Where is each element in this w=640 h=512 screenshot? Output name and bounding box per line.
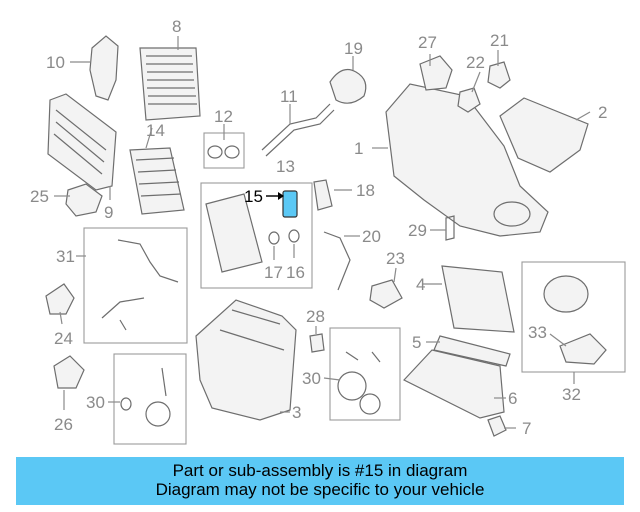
callout-33: 33 (528, 323, 547, 342)
callout-27: 27 (418, 33, 437, 52)
callout-7: 7 (522, 419, 531, 438)
callout-23: 23 (386, 249, 405, 268)
part-2 (499, 97, 589, 173)
part-25 (65, 183, 103, 217)
part-31 (101, 239, 179, 331)
callout-9: 9 (104, 203, 113, 222)
info-banner: Part or sub-assembly is #15 in diagram D… (16, 457, 624, 505)
part-24 (45, 283, 75, 315)
part-21 (487, 61, 511, 89)
callout-21: 21 (490, 31, 509, 50)
part-32-blower (543, 275, 589, 313)
banner-line-1: Part or sub-assembly is #15 in diagram (172, 461, 468, 480)
callout-32: 32 (562, 385, 581, 404)
part-19 (329, 69, 367, 104)
part-4 (441, 265, 515, 333)
part-27 (419, 55, 453, 91)
parts-diagram: 1 2 3 4 5 6 7 8 9 10 11 12 13 14 15 16 1… (30, 17, 626, 445)
part-9 (47, 93, 117, 191)
box-30-left (113, 353, 187, 445)
callout-16: 16 (286, 263, 305, 282)
part-30-right (337, 351, 381, 415)
part-30-left (120, 367, 171, 427)
callout-30-left: 30 (86, 393, 105, 412)
part-3 (195, 299, 297, 421)
callout-20: 20 (362, 227, 381, 246)
callout-13: 13 (276, 157, 295, 176)
box-13 (200, 182, 313, 289)
callout-18: 18 (356, 181, 375, 200)
callout-14: 14 (146, 121, 165, 140)
part-18 (313, 179, 333, 211)
callout-22: 22 (466, 53, 485, 72)
callout-labels: 1 2 3 4 5 6 7 8 9 10 11 12 13 14 15 16 1… (30, 17, 607, 438)
callout-3: 3 (292, 403, 301, 422)
part-1 (385, 83, 549, 237)
part-7 (487, 415, 507, 437)
callout-30-right: 30 (302, 369, 321, 388)
part-16 (288, 229, 300, 243)
part-23 (369, 279, 403, 309)
callout-24: 24 (54, 329, 73, 348)
box-30-right (329, 327, 401, 421)
part-13-core (205, 193, 263, 273)
callout-26: 26 (54, 415, 73, 434)
part-20 (323, 231, 351, 291)
callout-4: 4 (416, 275, 425, 294)
part-14 (129, 147, 185, 215)
callout-12: 12 (214, 107, 233, 126)
part-17 (268, 231, 280, 245)
callout-1: 1 (354, 139, 363, 158)
part-12 (207, 145, 240, 159)
callout-17: 17 (264, 263, 283, 282)
callout-2: 2 (598, 103, 607, 122)
part-29 (445, 215, 455, 241)
part-26 (53, 355, 85, 389)
part-33 (559, 333, 607, 365)
callout-8: 8 (172, 17, 181, 36)
part-5 (433, 335, 511, 367)
callout-19: 19 (344, 39, 363, 58)
part-11 (261, 103, 335, 157)
part-6 (403, 349, 505, 419)
callout-11: 11 (280, 87, 298, 106)
part-28 (309, 333, 325, 353)
callout-6: 6 (508, 389, 517, 408)
callout-10: 10 (46, 53, 65, 72)
callout-31: 31 (56, 247, 75, 266)
box-31 (83, 227, 188, 344)
leader-lines (54, 36, 591, 429)
callout-15: 15 (244, 187, 263, 206)
part-8 (139, 47, 201, 121)
leader-15-arrowhead (278, 192, 284, 200)
callout-5: 5 (412, 333, 421, 352)
callout-28: 28 (306, 307, 325, 326)
callout-29: 29 (408, 221, 427, 240)
banner-line-2: Diagram may not be specific to your vehi… (155, 480, 485, 499)
part-22 (457, 87, 481, 113)
callout-25: 25 (30, 187, 49, 206)
part-10 (89, 35, 119, 101)
part-15-highlight (282, 190, 298, 218)
